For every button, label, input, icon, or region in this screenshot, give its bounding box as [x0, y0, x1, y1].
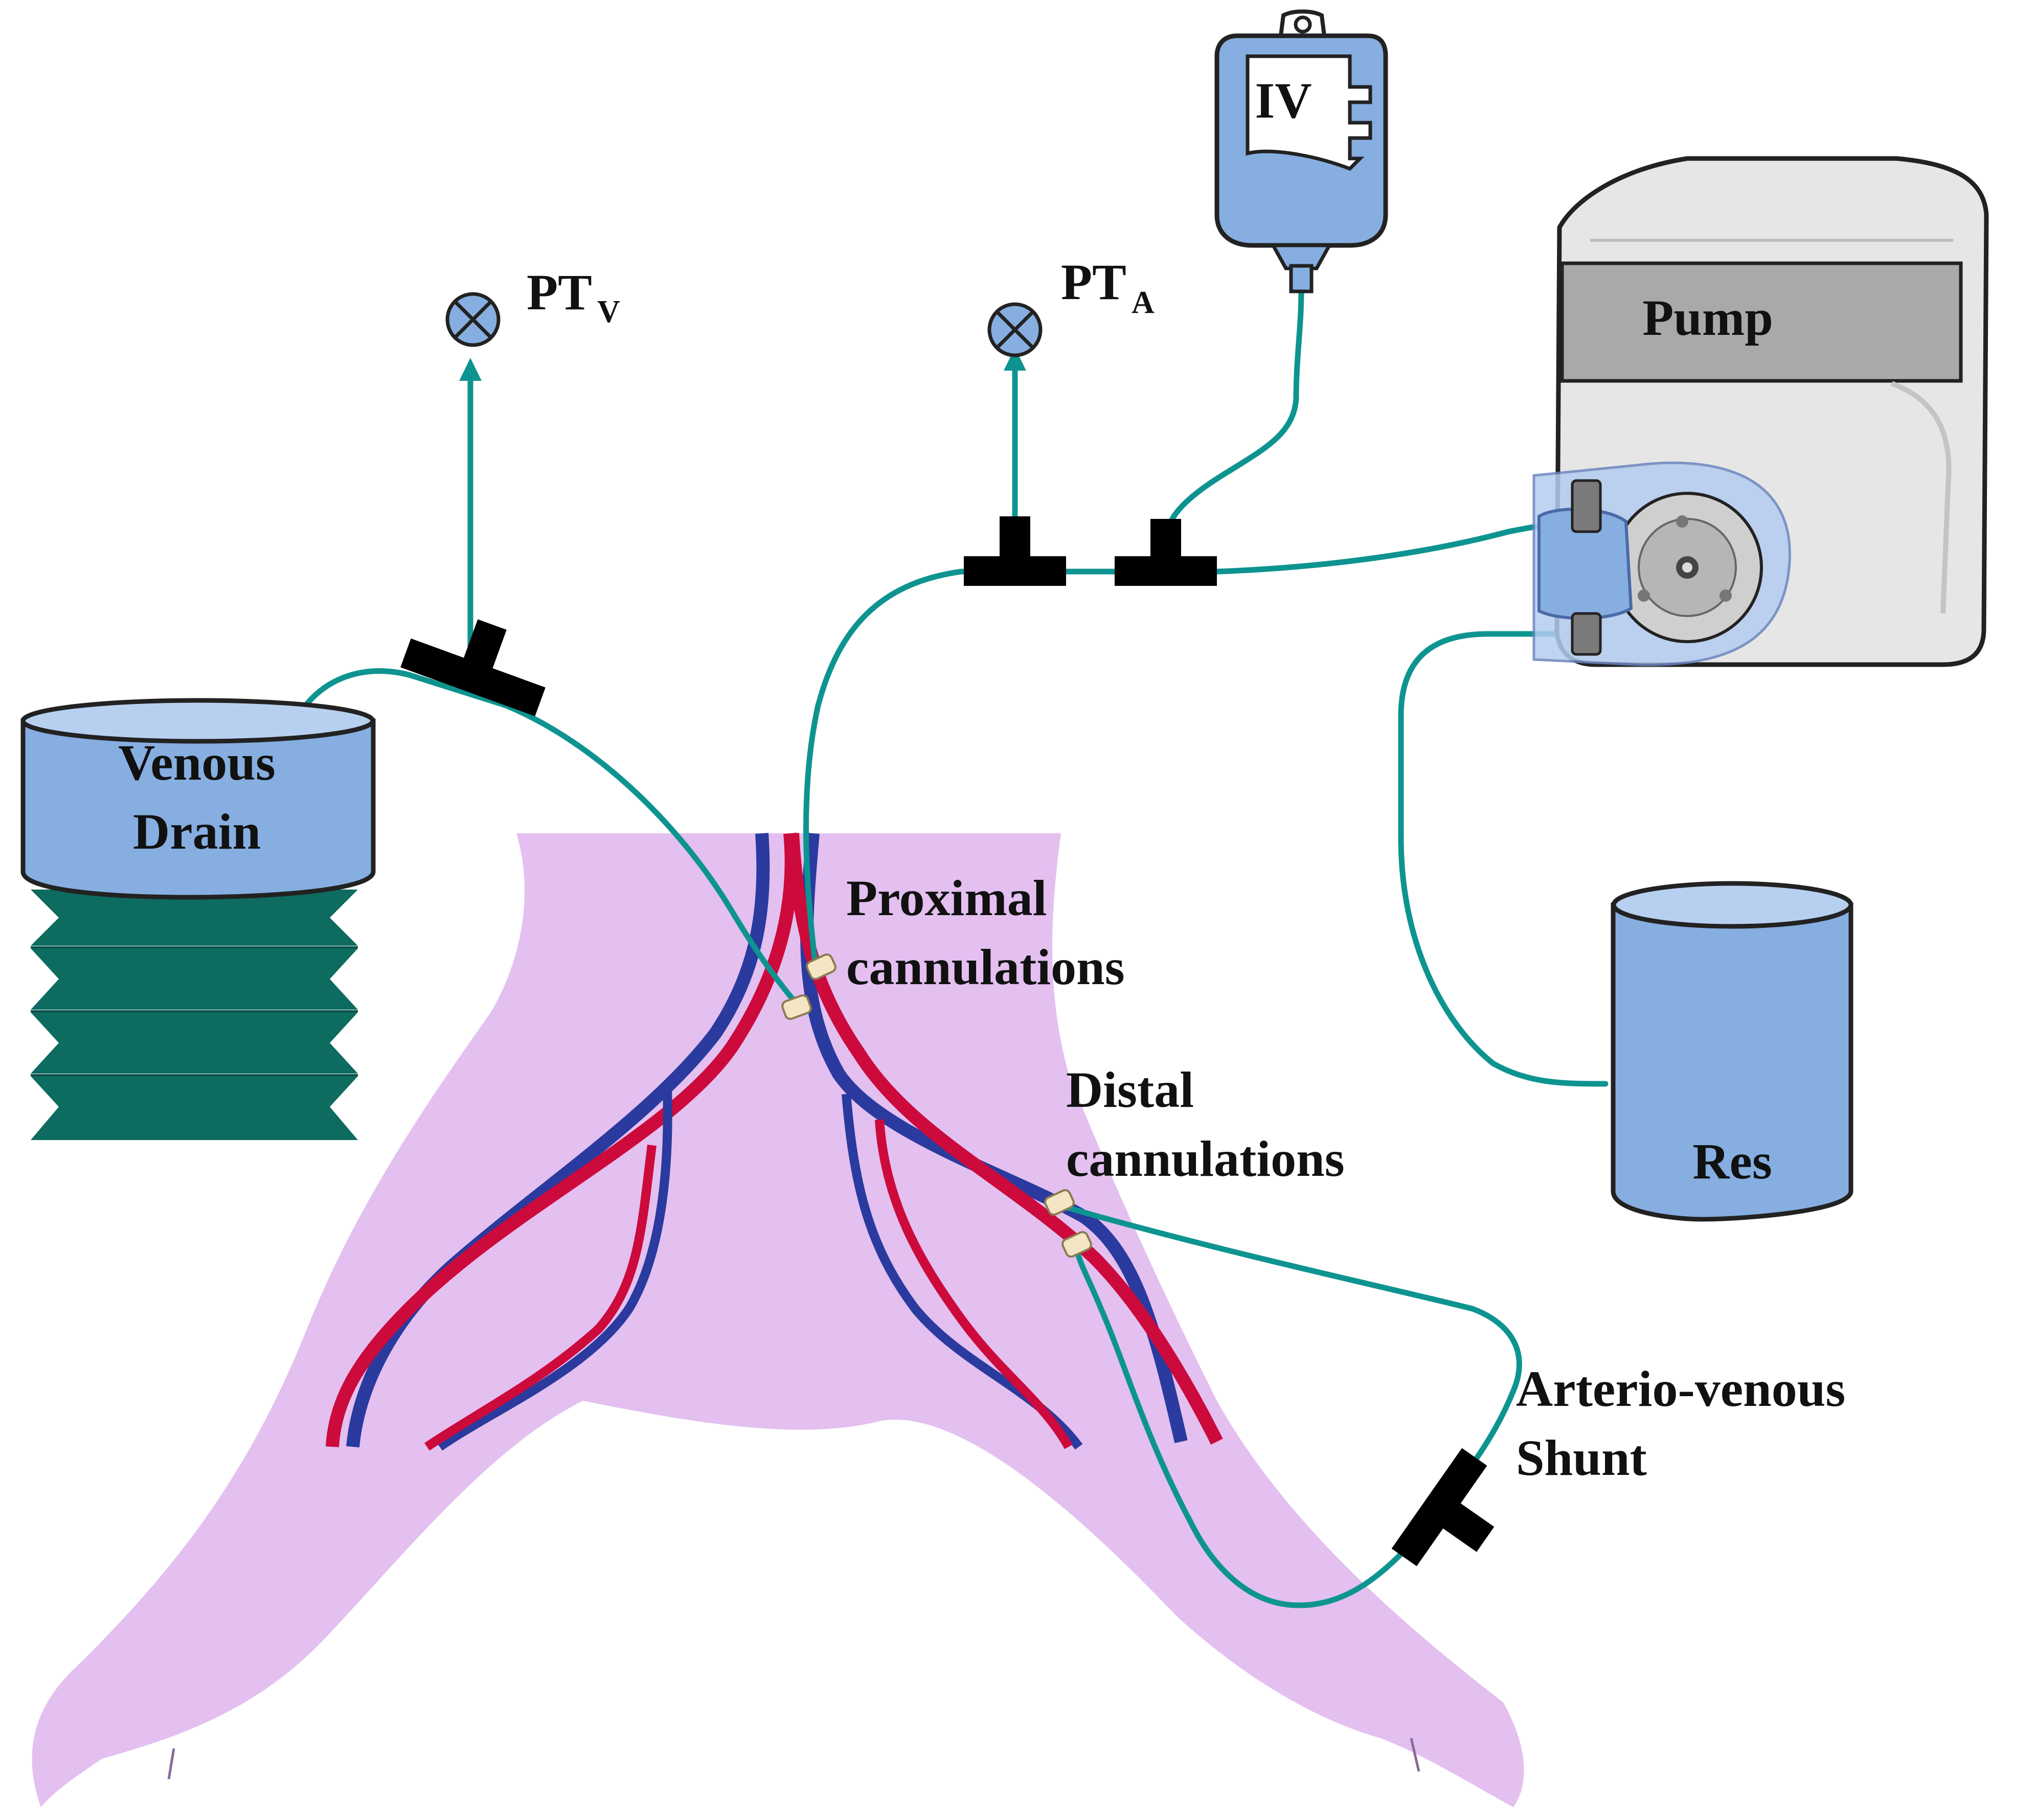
iv-bag-icon: [1214, 9, 1388, 293]
limb-tissue: [32, 833, 1524, 1807]
cannula-distal-vein: [1044, 1189, 1075, 1216]
cannula-proximal-artery: [806, 953, 836, 981]
pt-a-subscript: A: [1132, 285, 1155, 320]
pump-label: Pump: [1642, 289, 1773, 346]
artery-right-secondary: [875, 1119, 1073, 1449]
t-connector-venous: [400, 619, 546, 717]
toe-line-right: [1410, 1738, 1420, 1772]
pressure-transducer-venous-icon: [445, 292, 501, 347]
t-connector-iv: [1115, 519, 1217, 586]
toe-line-left: [167, 1748, 175, 1780]
peristaltic-pump-icon: [1532, 156, 1989, 667]
tubing-shunt: [1060, 1203, 1522, 1608]
distal-cannulations-label-line1: Distal: [1066, 1061, 1194, 1118]
proximal-cannulations-label-line1: Proximal: [846, 870, 1047, 926]
reservoir-label: Res: [1692, 1133, 1772, 1190]
iv-label: IV: [1255, 72, 1311, 129]
tubing-venous-return: [299, 668, 798, 1005]
av-shunt-label-line2: Shunt: [1516, 1429, 1647, 1486]
t-connector-shunt: [1391, 1448, 1495, 1566]
vein-left-secondary: [437, 1088, 672, 1451]
reservoir-icon: [1611, 881, 1853, 1222]
venous-drain-icon: [20, 698, 376, 1140]
artery-left-secondary: [424, 1144, 657, 1451]
pt-a-label: PT: [1061, 254, 1126, 310]
pressure-transducer-arterial-icon: [987, 302, 1043, 357]
tubing-arterial-inflow: [803, 516, 1639, 969]
pt-v-label: PT: [527, 264, 592, 321]
artery-left-main: [326, 832, 798, 1447]
pt-v-subscript: V: [597, 294, 620, 329]
venous-drain-label-line2: Drain: [133, 803, 261, 860]
tubing-iv: [1167, 288, 1304, 535]
av-shunt-label-line1: Arterio-venous: [1516, 1360, 1845, 1417]
tubing-reservoir: [1398, 631, 1609, 1087]
arrow-pt-v: [459, 358, 482, 381]
t-connector-pt-a: [964, 516, 1066, 586]
distal-cannulations-label-line2: cannulations: [1066, 1130, 1345, 1187]
proximal-cannulations-label-line2: cannulations: [846, 939, 1125, 995]
cannula-proximal-vein: [781, 994, 812, 1020]
venous-drain-label-line1: Venous: [118, 734, 276, 791]
cannula-distal-artery: [1061, 1231, 1092, 1258]
arrow-pt-a: [1004, 348, 1026, 371]
